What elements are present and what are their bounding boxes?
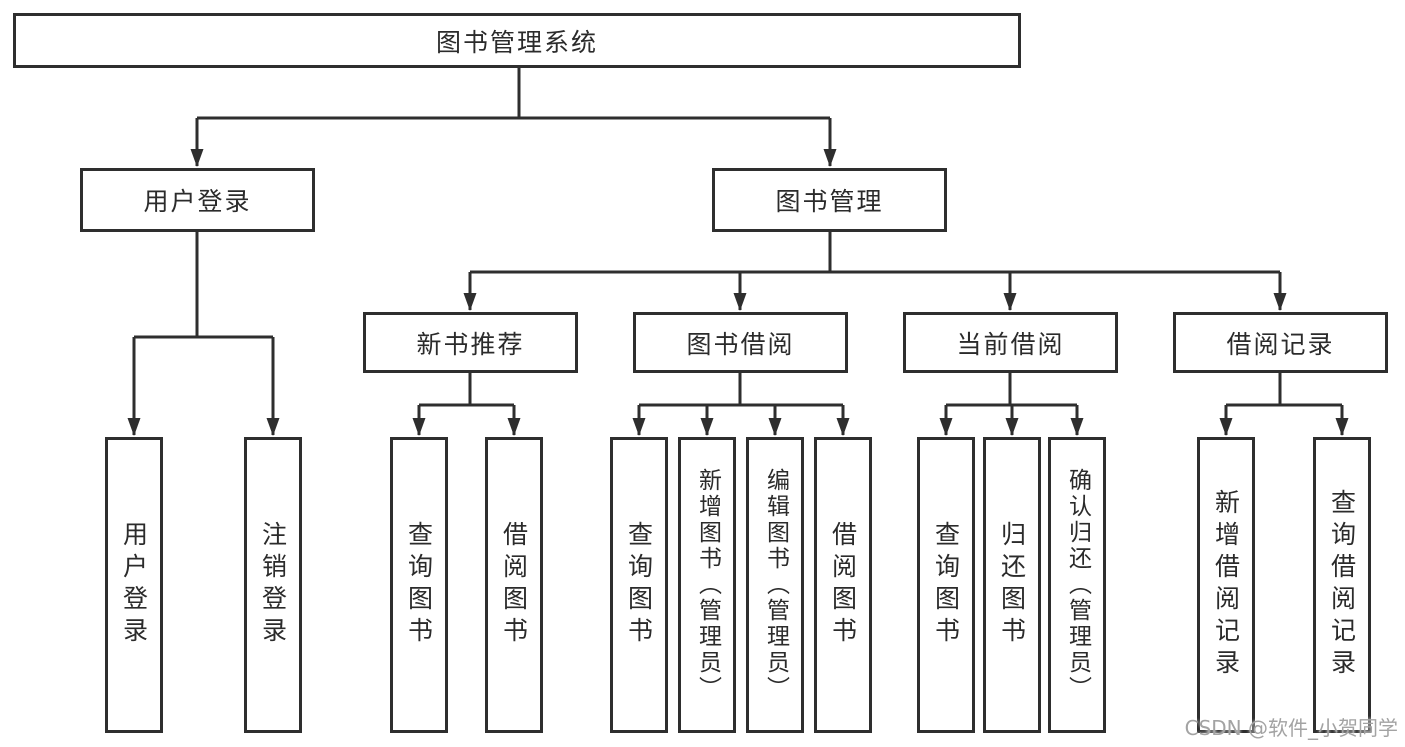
node-leaf-add-borrow-record: 新增借阅记录 <box>1197 437 1255 733</box>
node-leaf-query-books-current: 查询图书 <box>917 437 975 733</box>
node-leaf-query-borrow-record-label: 查询借阅记录 <box>1327 489 1357 681</box>
node-library-system: 图书管理系统 <box>13 13 1021 68</box>
node-leaf-borrow-books-recommend: 借阅图书 <box>485 437 543 733</box>
node-book-borrow-label: 图书借阅 <box>686 329 795 359</box>
node-leaf-query-books-current-label: 查询图书 <box>931 521 961 649</box>
node-leaf-add-book-admin: 新增图书（管理员） <box>678 437 736 733</box>
node-leaf-confirm-return-admin: 确认归还（管理员） <box>1048 437 1106 733</box>
node-leaf-borrow-books-recommend-label: 借阅图书 <box>499 521 529 649</box>
node-library-system-label: 图书管理系统 <box>435 27 598 57</box>
node-leaf-query-borrow-record: 查询借阅记录 <box>1313 437 1371 733</box>
node-leaf-logout: 注销登录 <box>244 437 302 733</box>
node-new-book-recommend: 新书推荐 <box>363 312 578 373</box>
node-leaf-confirm-return-admin-label: 确认归还（管理员） <box>1064 468 1091 702</box>
node-leaf-borrow-books: 借阅图书 <box>814 437 872 733</box>
node-leaf-edit-book-admin: 编辑图书（管理员） <box>746 437 804 733</box>
node-current-borrow: 当前借阅 <box>903 312 1118 373</box>
node-user-login: 用户登录 <box>80 168 315 232</box>
node-current-borrow-label: 当前借阅 <box>956 329 1065 359</box>
node-book-borrow: 图书借阅 <box>633 312 848 373</box>
node-leaf-query-books-recommend-label: 查询图书 <box>404 521 434 649</box>
node-leaf-user-login-label: 用户登录 <box>119 521 149 649</box>
node-leaf-return-book: 归还图书 <box>983 437 1041 733</box>
node-leaf-user-login: 用户登录 <box>105 437 163 733</box>
node-leaf-edit-book-admin-label: 编辑图书（管理员） <box>762 468 789 702</box>
node-leaf-return-book-label: 归还图书 <box>997 521 1027 649</box>
node-user-login-label: 用户登录 <box>143 187 252 216</box>
node-leaf-query-books-borrow-label: 查询图书 <box>624 521 654 649</box>
node-leaf-borrow-books-label: 借阅图书 <box>828 521 858 649</box>
watermark: CSDN @软件_小贺同学 <box>1184 716 1398 740</box>
node-borrow-records-label: 借阅记录 <box>1226 329 1335 359</box>
node-leaf-query-books-recommend: 查询图书 <box>390 437 448 733</box>
node-borrow-records: 借阅记录 <box>1173 312 1388 373</box>
node-leaf-logout-label: 注销登录 <box>258 521 288 649</box>
node-leaf-add-borrow-record-label: 新增借阅记录 <box>1211 489 1241 681</box>
node-book-management-label: 图书管理 <box>775 187 884 216</box>
node-new-book-recommend-label: 新书推荐 <box>416 329 525 359</box>
node-leaf-add-book-admin-label: 新增图书（管理员） <box>694 468 721 702</box>
node-book-management: 图书管理 <box>712 168 947 232</box>
node-leaf-query-books-borrow: 查询图书 <box>610 437 668 733</box>
